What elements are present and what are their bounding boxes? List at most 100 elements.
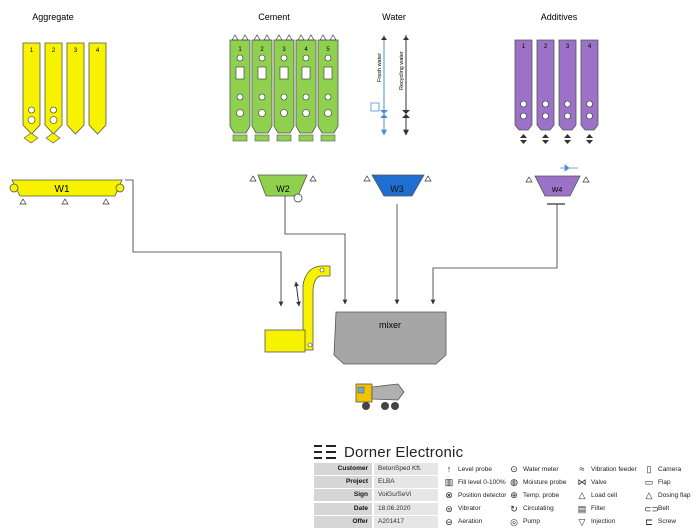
level-probe-icon — [302, 93, 310, 101]
water-supply: Fresh water Recycling water — [370, 35, 410, 136]
filter-icon — [275, 34, 293, 41]
truck-mixer — [355, 383, 405, 410]
bin-number: 2 — [52, 48, 56, 54]
level-probe-icon — [324, 93, 332, 101]
fill-level-icon — [257, 66, 267, 80]
flap-icon: ▭ — [644, 477, 654, 488]
belt-icon: ⊂⊃ — [644, 503, 660, 514]
legend-item: ◎Pump — [509, 516, 540, 528]
additive-tank: 1 — [514, 39, 533, 144]
meta-key: Offer — [314, 515, 372, 528]
tank-number: 4 — [588, 44, 592, 50]
pipe-inlet-icon — [381, 36, 409, 40]
fill-level-icon — [235, 66, 245, 80]
scale-w1: W1 — [9, 179, 125, 205]
legend-item: △Load cell — [577, 489, 618, 501]
legend-label: Belt — [658, 505, 670, 513]
meta-value: VoiGu/SeVi — [374, 489, 438, 502]
circulating-icon: ↻ — [510, 503, 518, 514]
symbol-legend: ↑Level probe▥Fill level 0-100%⊗Position … — [444, 463, 698, 529]
silo-number: 3 — [282, 47, 286, 53]
level-probe-icon — [324, 54, 332, 62]
fill-level-icon — [301, 66, 311, 80]
skip-bucket — [264, 329, 306, 353]
load-cell-icon — [249, 175, 317, 182]
bin-number: 3 — [74, 48, 78, 54]
legend-label: Fill level 0-100% — [458, 478, 506, 486]
vibrator-icon: ⊜ — [445, 503, 453, 514]
cement-silo: 3 — [273, 34, 295, 142]
cement-silos: 1 2 3 4 5 — [229, 34, 339, 142]
level-probe-icon — [542, 100, 549, 108]
valve-icon — [520, 134, 527, 144]
cement-silo: 5 — [317, 34, 339, 142]
fill-level-icon: ▥ — [444, 477, 454, 488]
dosing-flap-icon: △ — [645, 490, 653, 501]
moisture-probe-icon: ◍ — [510, 477, 518, 488]
screw-icon — [276, 134, 292, 142]
aeration-icon: ⊖ — [445, 516, 453, 527]
level-probe-icon: ↑ — [446, 464, 452, 474]
silo-number: 2 — [260, 47, 264, 53]
vibrator-icon — [293, 193, 303, 203]
tank-number: 3 — [566, 44, 570, 50]
screw-icon — [254, 134, 270, 142]
legend-item: ↻ Circulating — [509, 503, 554, 515]
legend-label: Temp. probe — [523, 491, 560, 499]
level-probe-icon — [302, 54, 310, 62]
pump-icon — [564, 112, 571, 120]
w1-label: W1 — [55, 184, 70, 195]
meta-value: ELBA — [374, 476, 438, 489]
level-probe-icon — [564, 100, 571, 108]
water-meter-icon — [370, 102, 380, 112]
meta-key: Project — [314, 476, 372, 489]
legend-label: Water meter — [523, 465, 559, 473]
load-cell-icon — [19, 198, 110, 205]
filter-icon — [231, 34, 249, 41]
mixer-label: mixer — [379, 320, 401, 330]
aggregate-bin: 1 — [22, 42, 41, 144]
scale-w2: W2 — [249, 174, 317, 203]
aeration-icon — [236, 109, 244, 117]
filter-icon — [297, 34, 315, 41]
additive-tank: 2 — [536, 39, 555, 144]
aeration-icon — [302, 109, 310, 117]
aeration-icon — [280, 109, 288, 117]
tank-number: 2 — [544, 44, 548, 50]
level-probe-icon — [258, 54, 266, 62]
flap-icon — [23, 132, 39, 144]
mixer: mixer — [333, 311, 447, 365]
cement-silo: 1 — [229, 34, 251, 142]
water-meter-icon: ⊙ — [510, 464, 518, 474]
group-title-cement: Cement — [258, 12, 290, 22]
legend-item: ◍Moisture probe — [509, 476, 566, 488]
fill-level-icon — [279, 66, 289, 80]
temp-probe-icon: ⊕ — [510, 490, 518, 501]
legend-label: Injection — [591, 518, 616, 526]
valve-icon — [564, 134, 571, 144]
aeration-icon — [258, 109, 266, 117]
group-title-additives: Additives — [541, 12, 578, 22]
pump-icon — [520, 112, 527, 120]
silo-number: 4 — [304, 47, 308, 53]
legend-item: ⊕ Temp. probe — [509, 489, 559, 501]
level-probe-icon — [520, 100, 527, 108]
legend-item: ↑Level probe — [444, 463, 492, 475]
moisture-probe-icon — [28, 106, 35, 114]
w2-label: W2 — [276, 184, 290, 194]
pump-icon: ◎ — [510, 516, 518, 527]
flap-icon — [45, 132, 61, 144]
meta-value: 18.06.2020 — [374, 502, 438, 515]
moisture-probe-icon — [50, 106, 57, 114]
bin-number: 4 — [96, 48, 100, 54]
legend-label: Circulating — [523, 505, 554, 513]
meta-value: A201417 — [374, 515, 438, 528]
meta-key: Customer — [314, 463, 372, 475]
legend-label: Vibration feeder — [591, 465, 637, 473]
level-probe-icon — [280, 93, 288, 101]
fill-level-icon — [323, 66, 333, 80]
